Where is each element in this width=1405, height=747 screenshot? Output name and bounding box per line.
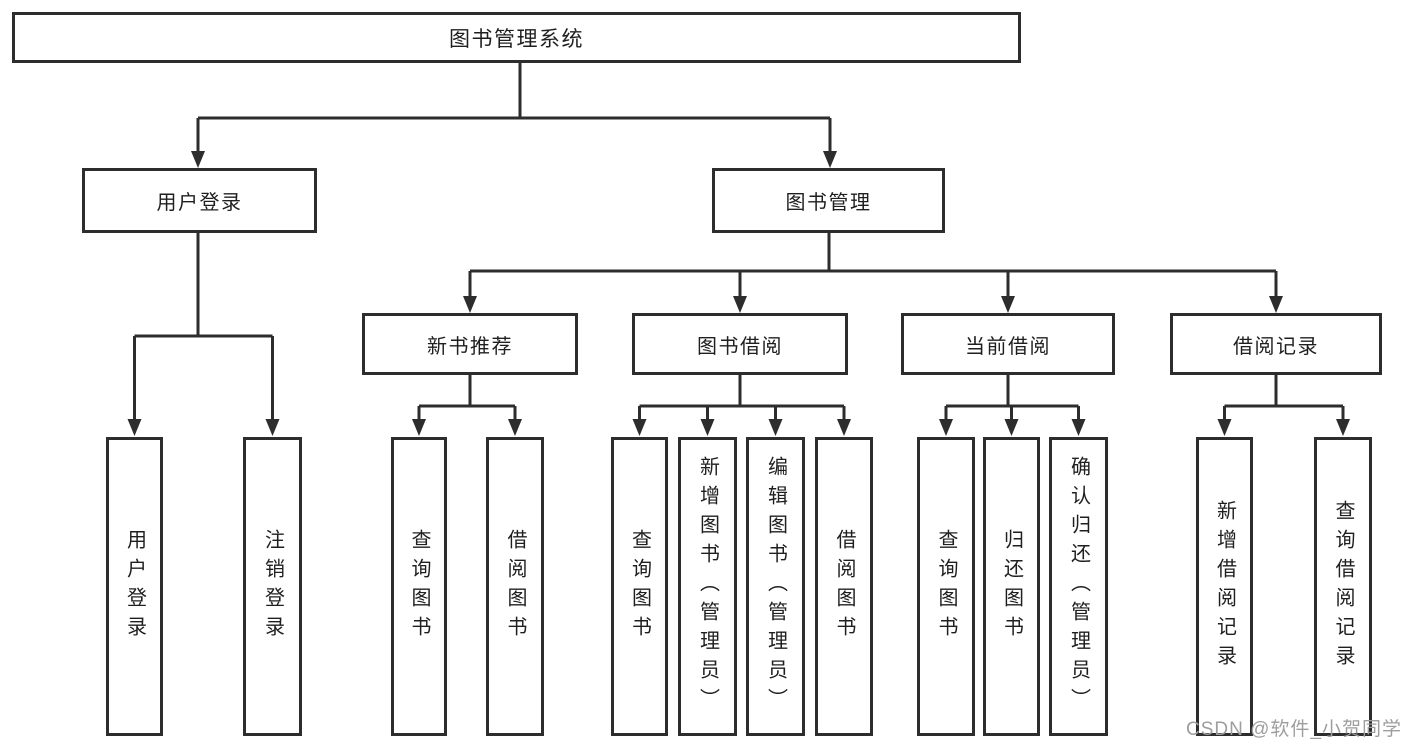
node-label: 查询图书 — [628, 528, 651, 645]
node-label: 借阅记录 — [1233, 335, 1319, 358]
leaf-confirm-return-admin: 确认归还（管理员） — [1049, 437, 1108, 736]
leaf-query-book-rec: 查询图书 — [391, 437, 447, 736]
node-new-book-rec: 新书推荐 — [362, 313, 578, 375]
connector-book-mgmt-to-level3 — [463, 233, 1283, 313]
leaf-add-borrow-record: 新增借阅记录 — [1196, 437, 1253, 736]
leaf-borrow-book-rec: 借阅图书 — [486, 437, 544, 736]
node-label: 借阅图书 — [504, 528, 526, 645]
leaf-add-book-admin: 新增图书（管理员） — [678, 437, 737, 736]
node-label: 借阅图书 — [833, 528, 855, 645]
connector-book-borrow-children — [632, 375, 851, 436]
node-user-login: 用户登录 — [82, 168, 317, 233]
leaf-query-book-borrow: 查询图书 — [611, 437, 668, 736]
node-book-mgmt: 图书管理 — [712, 168, 945, 233]
node-label: 注销登录 — [261, 528, 284, 645]
node-root: 图书管理系统 — [12, 12, 1021, 63]
node-current-borrow: 当前借阅 — [901, 313, 1115, 375]
node-label: 新书推荐 — [427, 335, 513, 358]
leaf-query-borrow-record: 查询借阅记录 — [1314, 437, 1372, 736]
node-label: 查询图书 — [935, 528, 957, 645]
node-label: 图书管理 — [785, 192, 872, 214]
connector-new-book-rec-children — [412, 375, 522, 436]
leaf-user-login: 用户登录 — [106, 437, 163, 736]
leaf-borrow-book: 借阅图书 — [815, 437, 873, 736]
node-label: 图书管理系统 — [449, 27, 584, 51]
node-label: 查询图书 — [408, 528, 430, 645]
leaf-query-book-current: 查询图书 — [917, 437, 975, 736]
node-book-borrow: 图书借阅 — [632, 313, 848, 375]
watermark: CSDN @软件_小贺同学 — [1186, 719, 1402, 740]
connector-current-borrow-children — [939, 375, 1086, 436]
node-borrow-records: 借阅记录 — [1170, 313, 1382, 375]
node-label: 编辑图书（管理员） — [764, 456, 787, 717]
node-label: 新增图书（管理员） — [696, 456, 719, 717]
connector-root-to-level2 — [191, 63, 837, 168]
node-label: 查询借阅记录 — [1332, 499, 1354, 674]
node-label: 当前借阅 — [965, 335, 1051, 358]
node-label: 确认归还（管理员） — [1067, 456, 1090, 717]
node-label: 图书借阅 — [697, 335, 783, 358]
connector-user-login-children — [127, 233, 280, 436]
leaf-return-book: 归还图书 — [983, 437, 1040, 736]
node-label: 用户登录 — [156, 192, 243, 214]
node-label: 归还图书 — [1000, 528, 1023, 645]
node-label: 用户登录 — [123, 528, 146, 645]
leaf-edit-book-admin: 编辑图书（管理员） — [746, 437, 805, 736]
connector-borrow-records-children — [1217, 375, 1350, 436]
node-label: 新增借阅记录 — [1213, 499, 1236, 674]
leaf-logout: 注销登录 — [243, 437, 302, 736]
